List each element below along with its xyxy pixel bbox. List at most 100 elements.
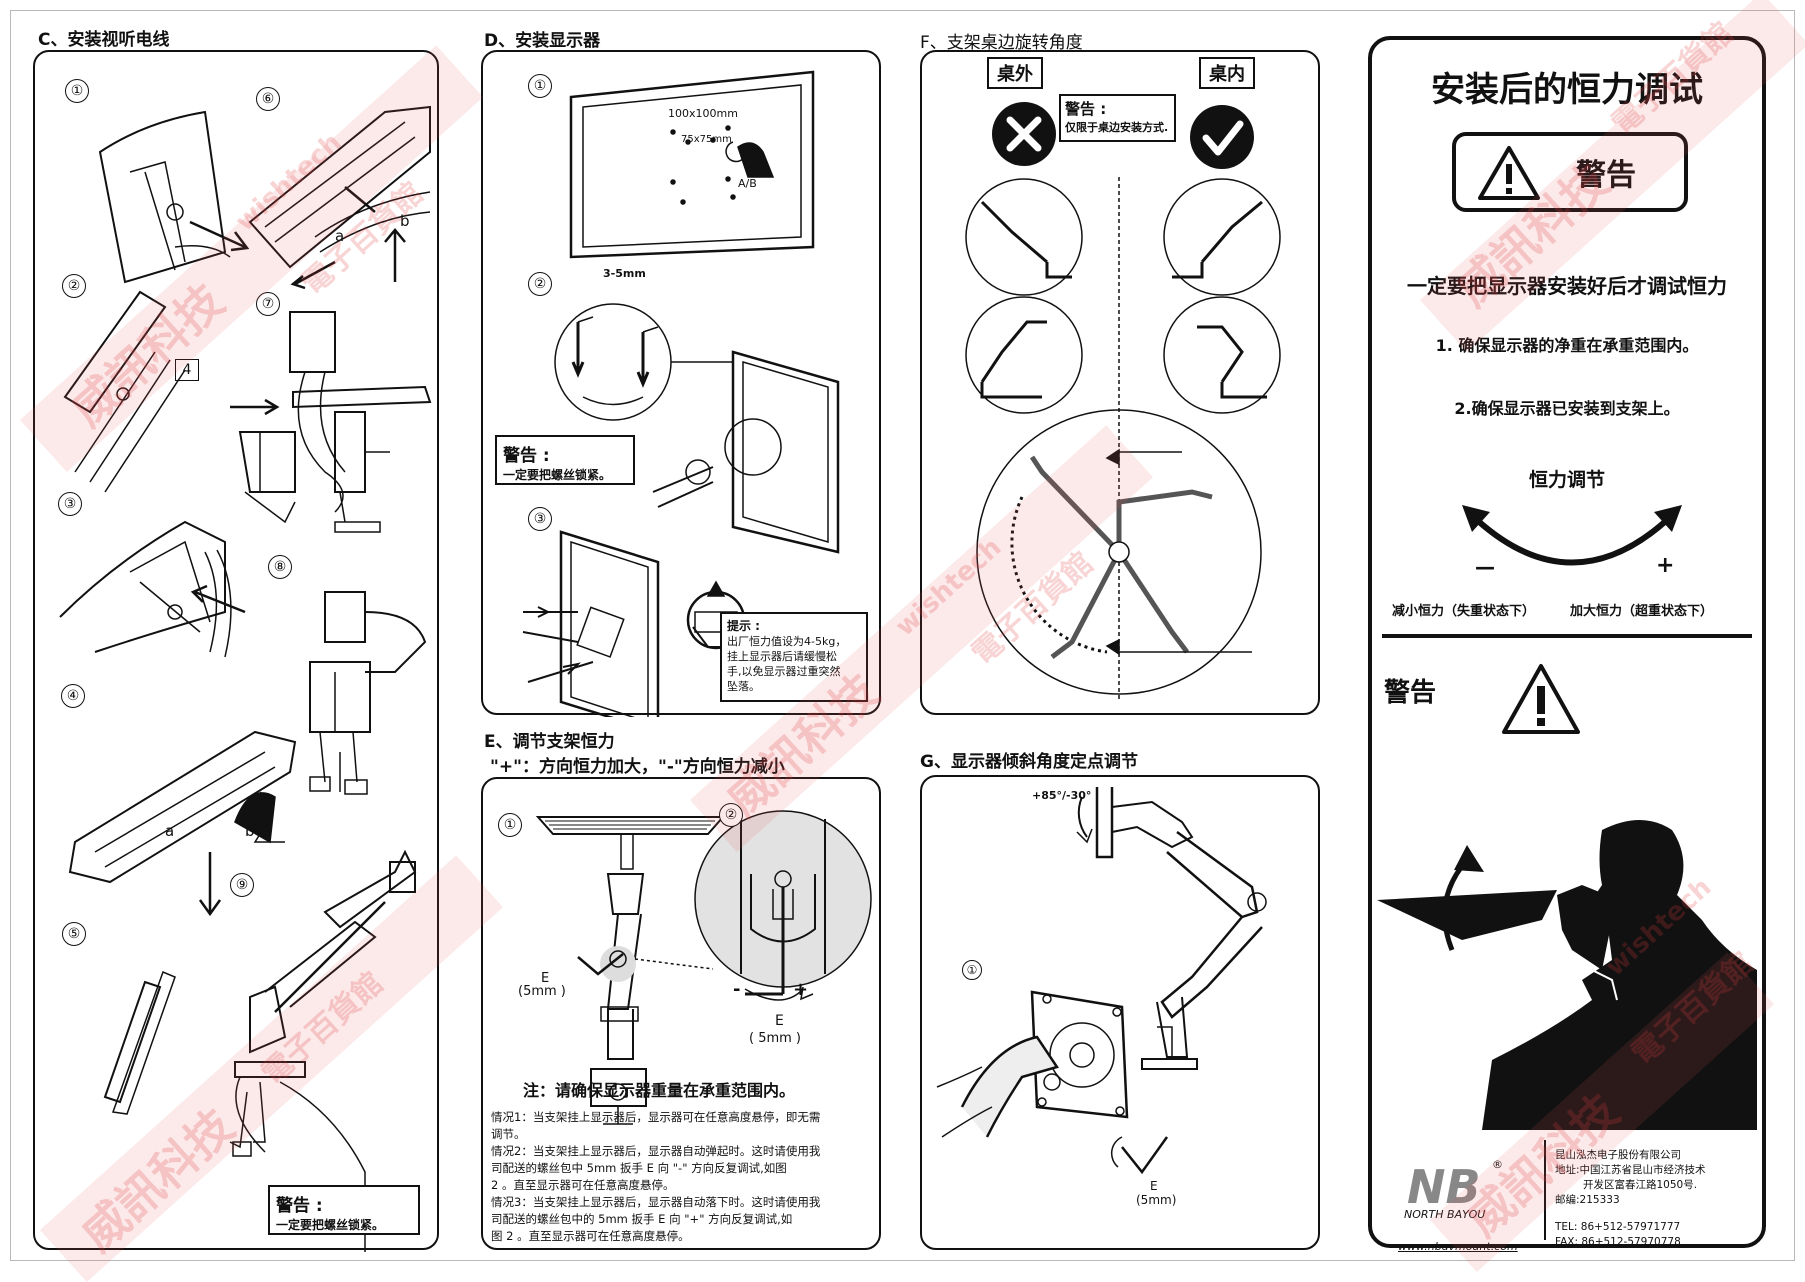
section-e-subtitle: "+"：方向恒力加大，"-"方向恒力减小 <box>490 757 785 777</box>
warning-text: 一定要把螺丝锁紧。 <box>503 468 612 482</box>
warning-title: 警告 : <box>1065 100 1107 118</box>
warning-title: 警告 : <box>276 1196 323 1216</box>
step-7-marker: ⑦ <box>256 292 280 316</box>
step-9-marker: ⑨ <box>230 873 254 897</box>
note-line: 2 。直至显示器可在任意高度悬停。 <box>491 1178 675 1192</box>
part-4-label: 4 <box>175 359 199 381</box>
warning-title: 警告 : <box>503 446 550 466</box>
note-line: 调节。 <box>491 1127 526 1141</box>
warning-text: 仅限于桌边安装方式. <box>1065 121 1169 134</box>
page-frame <box>10 10 1795 1261</box>
note-line: 司配送的螺丝包中的 5mm 扳手 E 向 "+" 方向反复调试,如 <box>491 1212 793 1226</box>
tip-line-4: 坠落。 <box>727 680 760 693</box>
gap-label: 3-5mm <box>603 267 646 280</box>
monitor-mounting-illustrations <box>522 70 840 717</box>
vesa-100-label: 100x100mm <box>668 107 738 120</box>
decrease-force-label: 减小恒力（失重状态下） <box>1392 604 1536 619</box>
tip-line-2: 挂上显示器后请缓慢松 <box>727 650 837 663</box>
section-f-title: F、支架桌边旋转角度 <box>920 33 1083 53</box>
label-a-step4: a <box>165 822 175 840</box>
tip-line-1: 出厂恒力值设为4-5kg， <box>727 635 847 648</box>
e-label: E <box>541 971 550 986</box>
warning-triangle-icon <box>1502 664 1580 734</box>
e-label-2: E <box>775 1013 784 1029</box>
step-1-marker: ① <box>498 813 522 837</box>
tip-line-3: 手,以免显示器过重突然 <box>727 665 841 678</box>
telephone: TEL: 86+512-57971777 <box>1555 1221 1681 1233</box>
minus-sign: — <box>1475 555 1495 579</box>
address-line-1: 地址:中国江苏省昆山市经济技术 <box>1555 1164 1706 1176</box>
tip-title: 提示 : <box>727 619 760 633</box>
tension-adjust-illustrations <box>535 810 872 1125</box>
note-line: 情况2：当支架挂上显示器后，显示器自动弹起时。这时请使用我 <box>491 1144 821 1158</box>
plus-sign: + <box>1656 553 1675 578</box>
divider <box>1382 634 1752 638</box>
warning-triangle-icon <box>1478 146 1540 200</box>
step-6-marker: ⑥ <box>256 87 280 111</box>
ab-label: A/B <box>738 177 757 190</box>
address-line-2: 开发区富春江路1050号. <box>1583 1179 1698 1191</box>
panel-title: 安装后的恒力调试 <box>1431 70 1703 110</box>
step-4-marker: ④ <box>61 684 85 708</box>
brand-url[interactable]: www.nbavmount.com <box>1398 1240 1518 1253</box>
brand-logo: NB <box>1407 1160 1481 1214</box>
section-d-title: D、安装显示器 <box>484 31 601 51</box>
step-1-marker: ① <box>962 960 982 980</box>
e-label: E <box>1150 1179 1158 1193</box>
main-instruction: 一定要把显示器安装好后才调试恒力 <box>1407 274 1727 298</box>
checklist-item-2: 2.确保显示器已安装到支架上。 <box>1454 399 1680 418</box>
plus-sign: + <box>793 979 809 1000</box>
fax: FAX: 86+512-57970778 <box>1555 1236 1681 1248</box>
step-2-marker: ② <box>62 274 86 298</box>
brand-name: NORTH BAYOU <box>1404 1208 1486 1221</box>
section-e-panel: ① ② E (5mm ) E ( 5mm ) - + 注：请确保显示器重量在承重… <box>481 777 881 1250</box>
section-e-title: E、调节支架恒力 <box>484 732 615 752</box>
outside-desk-tag: 桌外 <box>987 57 1043 89</box>
label-b-step4: b <box>245 822 255 840</box>
force-adjust-title: 恒力调节 <box>1528 469 1605 491</box>
section-f-panel: 桌外 桌内 警告 : 仅限于桌边安装方式. <box>920 50 1320 715</box>
tilt-angle-label: +85°/-30° <box>1032 789 1092 802</box>
postcode: 邮编:215333 <box>1555 1194 1620 1206</box>
step-3-marker: ③ <box>528 507 552 531</box>
force-arc-arrow-icon <box>1462 505 1682 566</box>
rotation-angle-illustrations <box>965 102 1281 702</box>
note-line: 司配送的螺丝包中 5mm 扳手 E 向 "-" 方向反复调试,如图 <box>491 1161 787 1175</box>
person-lifting-monitor-illustration <box>1377 820 1757 1130</box>
warning-text: 一定要把螺丝锁紧。 <box>276 1218 385 1232</box>
step-5-marker: ⑤ <box>62 922 86 946</box>
warning-banner: 警告 <box>1452 132 1688 212</box>
e-size-label: (5mm ) <box>518 984 566 999</box>
step-2-marker: ② <box>719 803 743 827</box>
note-line: 情况1：当支架挂上显示器后，显示器可在任意高度悬停，即无需 <box>491 1110 821 1124</box>
step-8-marker: ⑧ <box>268 555 292 579</box>
e-size-label: (5mm) <box>1136 1193 1177 1207</box>
bottom-warning-label: 警告 <box>1384 678 1437 708</box>
notes-list: 情况1：当支架挂上显示器后，显示器可在任意高度悬停，即无需 调节。 情况2：当支… <box>491 1109 820 1245</box>
section-g-title: G、显示器倾斜角度定点调节 <box>920 752 1138 772</box>
minus-sign: - <box>733 979 741 1000</box>
section-c-title: C、安装视听电线 <box>38 30 170 50</box>
brand-divider <box>1544 1140 1546 1240</box>
step-2-marker: ② <box>528 272 552 296</box>
inside-desk-tag: 桌内 <box>1199 57 1255 89</box>
label-b: b <box>400 212 410 230</box>
tension-calibration-panel: 安装后的恒力调试 警告 一定要把显示器安装好后才调试恒力 1. 确保显示器的净重… <box>1368 36 1766 1253</box>
section-g-panel: +85°/-30° ① E (5mm) <box>920 775 1320 1250</box>
label-a: a <box>335 227 345 245</box>
section-f-warning: 警告 : 仅限于桌边安装方式. <box>1059 94 1176 142</box>
step-3-marker: ③ <box>58 492 82 516</box>
increase-force-label: 加大恒力（超重状态下） <box>1570 604 1714 619</box>
note-line: 图 2 。直至显示器可在任意高度悬停。 <box>491 1229 690 1243</box>
step-1-marker: ① <box>528 74 552 98</box>
note-title: 注：请确保显示器重量在承重范围内。 <box>523 1081 796 1100</box>
tilt-adjust-illustrations <box>936 787 1267 1175</box>
note-line: 情况3：当支架挂上显示器后，显示器自动落下时。这时请使用我 <box>491 1195 821 1209</box>
section-d-warning: 警告 : 一定要把螺丝锁紧。 <box>495 435 635 485</box>
section-c-warning: 警告 : 一定要把螺丝锁紧。 <box>268 1185 420 1235</box>
registered-mark-icon: ® <box>1492 1158 1503 1171</box>
company-name: 昆山泓杰电子股份有限公司 <box>1555 1149 1681 1161</box>
company-info: 昆山泓杰电子股份有限公司 地址:中国江苏省昆山市经济技术 开发区富春江路1050… <box>1555 1148 1706 1250</box>
section-d-panel: ① ② ③ 100x100mm 75x75mm A/B 3-5mm 警告 : 一… <box>481 50 881 717</box>
tip-box: 提示 : 出厂恒力值设为4-5kg， 挂上显示器后请缓慢松 手,以免显示器过重突… <box>720 612 868 702</box>
